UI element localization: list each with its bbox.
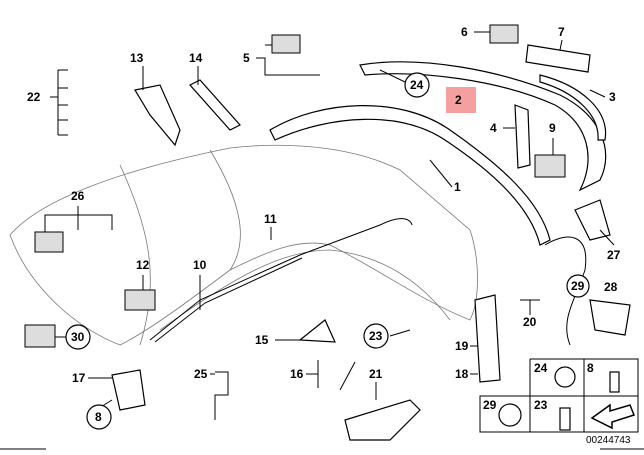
rear-window-outline xyxy=(159,249,451,331)
cable xyxy=(154,257,303,343)
grid-label-29[interactable]: 29 xyxy=(483,398,497,412)
label-3[interactable]: 3 xyxy=(609,90,616,104)
label-13[interactable]: 13 xyxy=(130,51,144,65)
label-22[interactable]: 22 xyxy=(27,90,41,104)
small-parts-grid: 24 8 29 23 xyxy=(479,358,639,433)
grid-label-23[interactable]: 23 xyxy=(534,398,548,412)
label-7[interactable]: 7 xyxy=(558,25,565,39)
bracket-13 xyxy=(134,84,181,147)
highlight-box-part-2 xyxy=(446,87,476,113)
trim-14 xyxy=(189,79,241,131)
label-15[interactable]: 15 xyxy=(255,333,269,347)
label-26[interactable]: 26 xyxy=(71,189,85,203)
strut-16 xyxy=(339,361,356,391)
label-24[interactable]: 24 xyxy=(410,78,424,92)
label-5[interactable]: 5 xyxy=(243,51,250,65)
sponge-block-12 xyxy=(124,289,156,311)
grid-label-24[interactable]: 24 xyxy=(534,361,548,375)
sponge-block-30 xyxy=(24,324,56,348)
soft-top-seam xyxy=(209,149,241,271)
label-19[interactable]: 19 xyxy=(455,339,469,353)
label-6[interactable]: 6 xyxy=(461,25,468,39)
cable-28 xyxy=(544,236,587,346)
label-4[interactable]: 4 xyxy=(490,121,497,135)
label-11[interactable]: 11 xyxy=(264,212,277,226)
sponge-block-9 xyxy=(534,154,566,178)
circle-markers xyxy=(65,72,590,430)
frame-bow xyxy=(269,105,551,246)
label-30[interactable]: 30 xyxy=(71,330,85,344)
label-8[interactable]: 8 xyxy=(95,410,102,424)
soft-top-seam xyxy=(119,164,151,346)
soft-top-cover xyxy=(9,144,478,346)
label-10[interactable]: 10 xyxy=(193,258,207,272)
sponge-block-6 xyxy=(489,24,519,44)
label-25[interactable]: 25 xyxy=(194,367,208,381)
bracket-17 xyxy=(111,369,146,411)
label-9[interactable]: 9 xyxy=(549,121,556,135)
rod-25 xyxy=(214,371,229,420)
lock-27 xyxy=(574,199,611,241)
label-20[interactable]: 20 xyxy=(523,315,537,329)
sponge-block-5 xyxy=(271,34,301,54)
hinge-18 xyxy=(474,294,501,383)
label-1[interactable]: 1 xyxy=(454,180,461,194)
label-27[interactable]: 27 xyxy=(607,248,621,262)
seal-strip-3 xyxy=(539,74,607,141)
label-16[interactable]: 16 xyxy=(290,367,304,381)
clip-15 xyxy=(298,319,336,343)
bracket-7 xyxy=(525,44,591,73)
cable xyxy=(149,218,413,341)
bracket-21 xyxy=(344,399,421,441)
guide-4 xyxy=(514,104,531,169)
label-23[interactable]: 23 xyxy=(369,329,383,343)
label-12[interactable]: 12 xyxy=(136,258,150,272)
label-17[interactable]: 17 xyxy=(72,371,86,385)
label-2[interactable]: 2 xyxy=(455,93,462,107)
label-29[interactable]: 29 xyxy=(571,279,585,293)
leader-lines xyxy=(44,31,615,409)
label-28[interactable]: 28 xyxy=(604,280,618,294)
sponge-block-26 xyxy=(34,231,64,253)
direction-arrow-icon xyxy=(590,403,635,430)
label-21[interactable]: 21 xyxy=(369,367,383,381)
grid-label-8[interactable]: 8 xyxy=(587,361,594,375)
label-14[interactable]: 14 xyxy=(189,51,203,65)
label-18[interactable]: 18 xyxy=(455,367,469,381)
diagram-id: 00244743 xyxy=(586,435,631,446)
part-28 xyxy=(589,299,631,336)
seal-strip xyxy=(359,61,607,192)
